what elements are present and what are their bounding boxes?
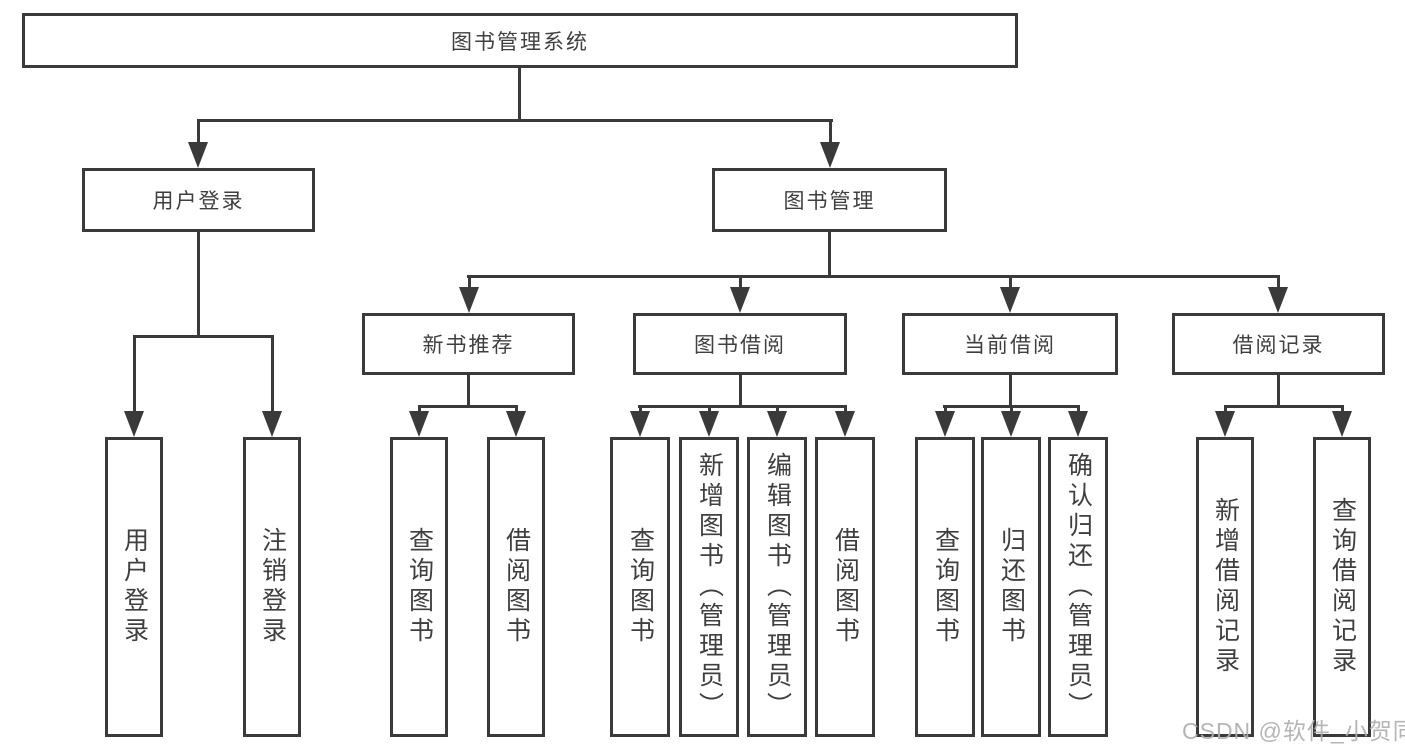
arrow-nbr-query-line	[418, 405, 421, 415]
leaf-confirm-return-admin: 确认归还（管理员）	[1048, 437, 1108, 737]
connector-new-book-recommend-stem	[467, 375, 470, 408]
leaf-logout: 注销登录	[243, 437, 301, 737]
arrow-to-current-borrowing-line	[1009, 275, 1012, 291]
arrow-to-user-login-head	[188, 142, 208, 168]
leaf-user-login: 用户登录	[105, 437, 163, 737]
arrow-cb-return-line	[1010, 405, 1013, 415]
node-new-book-recommend: 新书推荐	[362, 313, 575, 375]
connector-new-book-recommend-hline	[418, 405, 518, 408]
arrow-bb-query-head	[630, 411, 650, 437]
arrow-cb-confirm-head	[1068, 411, 1088, 437]
arrow-br-add-head	[1215, 411, 1235, 437]
leaf-query-borrow-record: 查询借阅记录	[1313, 437, 1371, 737]
connector-root-stem	[518, 68, 521, 122]
leaf-edit-book-admin: 编辑图书（管理员）	[747, 437, 807, 737]
arrow-cb-return-head	[1001, 411, 1021, 437]
arrow-br-query-line	[1341, 405, 1344, 415]
arrow-to-book-management-line	[829, 119, 832, 145]
leaf-query-books-current: 查询图书	[915, 437, 975, 737]
arrow-bb-add-line	[708, 405, 711, 415]
connector-book-borrowing-stem	[739, 375, 742, 408]
node-book-borrowing: 图书借阅	[633, 313, 847, 375]
leaf-add-borrow-record: 新增借阅记录	[1196, 437, 1254, 737]
node-root: 图书管理系统	[22, 13, 1018, 68]
arrow-to-new-book-recommend-line	[468, 275, 471, 291]
arrow-nbr-query-head	[409, 411, 429, 437]
arrow-to-leaf-user-login-line	[133, 335, 136, 415]
leaf-query-books-borrowing: 查询图书	[610, 437, 670, 737]
arrow-bb-borrow-head	[835, 411, 855, 437]
arrow-cb-confirm-line	[1077, 405, 1080, 415]
arrow-to-current-borrowing-head	[1000, 287, 1020, 313]
connector-user-login-hline	[133, 335, 274, 338]
arrow-bb-add-head	[699, 411, 719, 437]
csdn-watermark: CSDN @软件_小贺同学	[1182, 718, 1405, 744]
arrow-to-book-borrowing-head	[730, 287, 750, 313]
connector-borrowing-records-hline	[1224, 405, 1344, 408]
connector-book-management-hline	[467, 275, 1280, 278]
leaf-borrow-books-recommend: 借阅图书	[487, 437, 545, 737]
arrow-br-add-line	[1224, 405, 1227, 415]
connector-borrowing-records-stem	[1277, 375, 1280, 408]
arrow-to-book-management-head	[820, 142, 840, 168]
arrow-bb-edit-line	[776, 405, 779, 415]
connector-root-hline	[197, 119, 833, 122]
arrow-to-leaf-logout-line	[271, 335, 274, 415]
connector-current-borrowing-stem	[1009, 375, 1012, 408]
arrow-to-leaf-logout-head	[262, 411, 282, 437]
connector-user-login-stem	[197, 232, 200, 338]
arrow-to-borrowing-records-line	[1277, 275, 1280, 291]
leaf-query-books-recommend: 查询图书	[390, 437, 448, 737]
arrow-to-new-book-recommend-head	[459, 287, 479, 313]
leaf-borrow-books-borrowing: 借阅图书	[815, 437, 875, 737]
leaf-add-book-admin: 新增图书（管理员）	[679, 437, 739, 737]
arrow-bb-query-line	[639, 405, 642, 415]
arrow-to-leaf-user-login-head	[124, 411, 144, 437]
arrow-to-borrowing-records-head	[1268, 287, 1288, 313]
connector-book-management-stem	[828, 232, 831, 278]
arrow-cb-query-head	[935, 411, 955, 437]
arrow-bb-edit-head	[767, 411, 787, 437]
arrow-to-user-login-line	[197, 119, 200, 145]
arrow-nbr-borrow-line	[515, 405, 518, 415]
arrow-cb-query-line	[944, 405, 947, 415]
node-user-login: 用户登录	[82, 168, 315, 232]
connector-book-borrowing-hline	[638, 405, 847, 408]
arrow-to-book-borrowing-line	[739, 275, 742, 291]
node-current-borrowing: 当前借阅	[902, 313, 1118, 375]
arrow-nbr-borrow-head	[506, 411, 526, 437]
arrow-bb-borrow-line	[844, 405, 847, 415]
arrow-br-query-head	[1332, 411, 1352, 437]
leaf-return-books: 归还图书	[981, 437, 1041, 737]
node-borrowing-records: 借阅记录	[1172, 313, 1385, 375]
node-book-management: 图书管理	[712, 168, 947, 232]
